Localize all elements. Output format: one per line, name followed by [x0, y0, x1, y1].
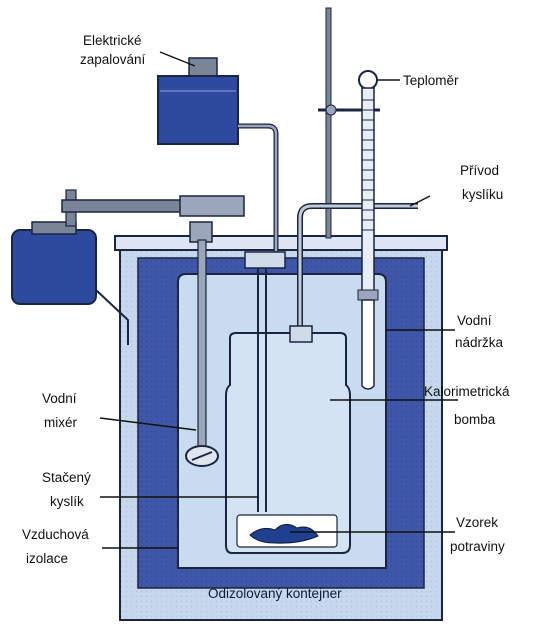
container-lid	[114, 235, 448, 251]
mixer-motor	[11, 229, 97, 305]
label-ignition-1: Elektrické	[83, 33, 142, 48]
label-water-tank-1: Vodní	[457, 313, 492, 328]
label-oxygen-supply-2: kyslíku	[462, 187, 503, 202]
bomb-valve	[289, 325, 313, 343]
label-water-mixer-2: mixér	[44, 415, 78, 430]
label-bomb-2: bomba	[454, 412, 496, 427]
label-insulated-container: Odizolovaný kontejner	[208, 586, 342, 601]
label-thermometer: Teploměr	[403, 73, 459, 88]
thermometer-bulb-top	[358, 70, 378, 90]
label-bomb-1: Kalorimetrická	[424, 384, 510, 399]
label-water-mixer-1: Vodní	[42, 391, 77, 406]
label-oxygen-2: kyslík	[50, 494, 84, 509]
mixer-shaft	[197, 239, 207, 451]
ignition-box	[157, 75, 239, 145]
label-oxygen-supply-1: Přívod	[460, 163, 499, 178]
label-food-sample-1: Vzorek	[456, 515, 498, 530]
label-ignition-2: zapalování	[80, 52, 146, 67]
leader-lines	[99, 51, 458, 549]
label-water-tank-2: nádržka	[455, 335, 504, 350]
label-air-insulation-2: izolace	[26, 551, 68, 566]
support-rod	[325, 7, 332, 239]
label-air-insulation-1: Vzduchová	[22, 527, 89, 542]
lid-fitting	[244, 251, 286, 269]
label-food-sample-2: potraviny	[450, 539, 505, 554]
label-oxygen-1: Stačený	[42, 470, 91, 485]
food-sample	[249, 524, 319, 544]
